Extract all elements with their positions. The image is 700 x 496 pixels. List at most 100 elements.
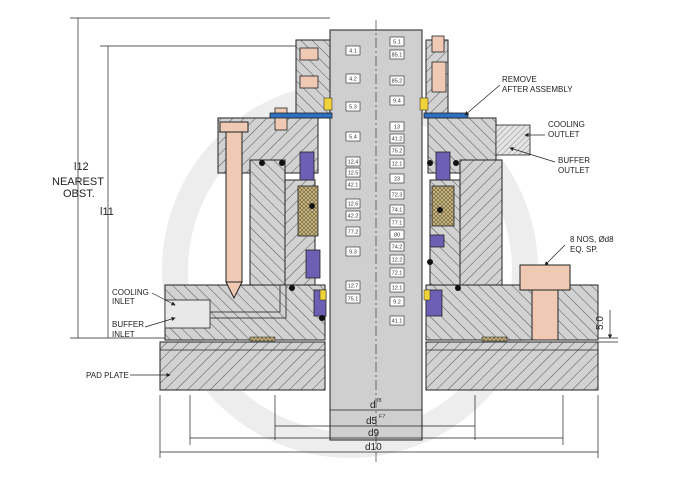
left-part-tag-text: 12.4: [348, 160, 359, 166]
right-part-tag-text: 23: [394, 177, 400, 183]
right-part-tag-text: 85.2: [392, 79, 403, 85]
left-part-tag: 12.4: [345, 156, 361, 167]
right-part-tag: 9.2: [389, 296, 405, 307]
cooling-inlet-label-2: INLET: [112, 297, 135, 306]
left-part-tag-text: 9.3: [349, 250, 357, 256]
left-part-tag: 77.2: [345, 226, 361, 237]
right-part-tag-text: 12.1: [392, 162, 403, 168]
dim-d9-label: d9: [368, 428, 380, 439]
remove-label: REMOVE: [502, 75, 537, 84]
dimension-lines: [70, 17, 618, 458]
l12-obst-label: OBST.: [63, 188, 95, 200]
assembly-spacers: [269, 112, 469, 119]
right-part-tag-text: 74.1: [392, 208, 403, 214]
right-part-tag: 5.1: [389, 36, 405, 47]
left-part-tag-text: 75.1: [348, 297, 359, 303]
right-part-tag: 72.3: [389, 189, 405, 200]
right-part-tag: 12.2: [389, 254, 405, 265]
left-part-tag-text: 42.1: [348, 183, 359, 189]
hex-bolt-right: [519, 264, 571, 341]
left-part-tag: 5.3: [345, 101, 361, 112]
right-part-tag: 74.1: [389, 204, 405, 215]
left-part-tag: 9.3: [345, 246, 361, 257]
left-part-tag: 12.5: [345, 167, 361, 178]
leader-lines: [130, 84, 566, 378]
bolts-label: 8 NOS, Ød8: [570, 235, 614, 244]
right-part-tag: 75.2: [389, 145, 405, 156]
dim-d5-label: d5: [366, 416, 378, 427]
right-part-tag: 9.4: [389, 95, 405, 106]
right-part-tag: 77.1: [389, 217, 405, 228]
dim-d-fit-label: f8: [377, 398, 382, 404]
right-part-tag-text: 77.1: [392, 221, 403, 227]
part-tags-right: 5.1 85.1 85.2 9.4 13 41.2 75.2 12.1 23 72.3 74.1 77…: [389, 36, 405, 326]
seal-housing-right: [425, 39, 531, 286]
right-part-tag: 12.1: [389, 282, 405, 293]
right-part-tag: 12.1: [389, 158, 405, 169]
right-part-tag-text: 41.2: [392, 137, 403, 143]
cooling-outlet-label: COOLING: [548, 120, 585, 129]
right-part-tag-text: 72.3: [392, 193, 403, 199]
left-part-tag-text: 5.3: [349, 105, 357, 111]
left-part-tag: 4.1: [345, 45, 361, 56]
left-part-tag-text: 4.1: [349, 49, 357, 55]
right-part-tag-text: 41.1: [392, 319, 403, 325]
cooling-outlet-label-2: OUTLET: [548, 130, 580, 139]
right-part-tag-text: 80: [394, 233, 400, 239]
left-part-tag-text: 77.2: [348, 230, 359, 236]
left-part-tag: 75.1: [345, 293, 361, 304]
l12-label: l12: [74, 161, 89, 173]
right-part-tag: 74.2: [389, 241, 405, 252]
left-part-tag-text: 5.4: [349, 135, 357, 141]
pad-plate-label: PAD PLATE: [86, 371, 129, 380]
right-part-tag: 85.2: [389, 75, 405, 86]
seal-faces: [297, 97, 455, 317]
dim-d10-label: d10: [365, 442, 382, 453]
right-part-tag: 72.1: [389, 267, 405, 278]
o-rings: [259, 160, 461, 321]
left-part-tag: 4.2: [345, 73, 361, 84]
left-part-tag-text: 12.5: [348, 171, 359, 177]
left-part-tag-text: 4.2: [349, 77, 357, 83]
dim-5-label: 5.0: [595, 316, 606, 330]
l11-label: l11: [100, 206, 114, 218]
right-part-tag-text: 12.2: [392, 258, 403, 264]
bolts-eq-sp-label: EQ. SP.: [570, 245, 598, 254]
right-part-tag: 85.1: [389, 49, 405, 60]
right-part-tag-text: 9.4: [393, 99, 401, 105]
dim-d5-fit-label: F7: [379, 414, 385, 420]
left-part-tag-text: 12.7: [348, 284, 359, 290]
part-tags-left: 4.1 4.2 5.3 5.4 12.4 12.5 42.1 12.6 42.2 77.2 9.3 1…: [345, 45, 361, 304]
dim-d-label: d: [370, 400, 376, 411]
right-part-tag: 13: [389, 121, 405, 132]
left-part-tag-text: 42.2: [348, 214, 359, 220]
buffer-outlet-label: BUFFER: [558, 156, 590, 165]
buffer-inlet-label-2: INLET: [112, 330, 135, 339]
left-part-tag: 12.7: [345, 280, 361, 291]
right-part-tag-text: 13: [394, 125, 400, 131]
buffer-outlet-label-2: OUTLET: [558, 166, 590, 175]
right-part-tag-text: 75.2: [392, 149, 403, 155]
l12-nearest-label: NEAREST: [52, 176, 104, 188]
gland-bolt-left: [219, 121, 249, 300]
right-part-tag-text: 9.2: [393, 300, 401, 306]
cooling-inlet-label: COOLING: [112, 288, 149, 297]
right-part-tag: 41.1: [389, 315, 405, 326]
right-part-tag-text: 72.1: [392, 271, 403, 277]
right-part-tag: 41.2: [389, 133, 405, 144]
left-part-tag-text: 12.6: [348, 202, 359, 208]
right-part-tag: 80: [389, 229, 405, 240]
left-part-tag: 42.2: [345, 210, 361, 221]
right-part-tag: 23: [389, 173, 405, 184]
left-part-tag: 12.6: [345, 198, 361, 209]
pad-plate: [159, 341, 599, 391]
right-part-tag-text: 12.1: [392, 286, 403, 292]
shaft: [329, 20, 423, 465]
buffer-inlet-label: BUFFER: [112, 320, 144, 329]
after-assembly-label: AFTER ASSEMBLY: [502, 85, 573, 94]
left-part-tag: 5.4: [345, 131, 361, 142]
buffer-channel: [210, 285, 287, 319]
right-part-tag-text: 5.1: [393, 40, 401, 46]
right-part-tag-text: 74.2: [392, 245, 403, 251]
